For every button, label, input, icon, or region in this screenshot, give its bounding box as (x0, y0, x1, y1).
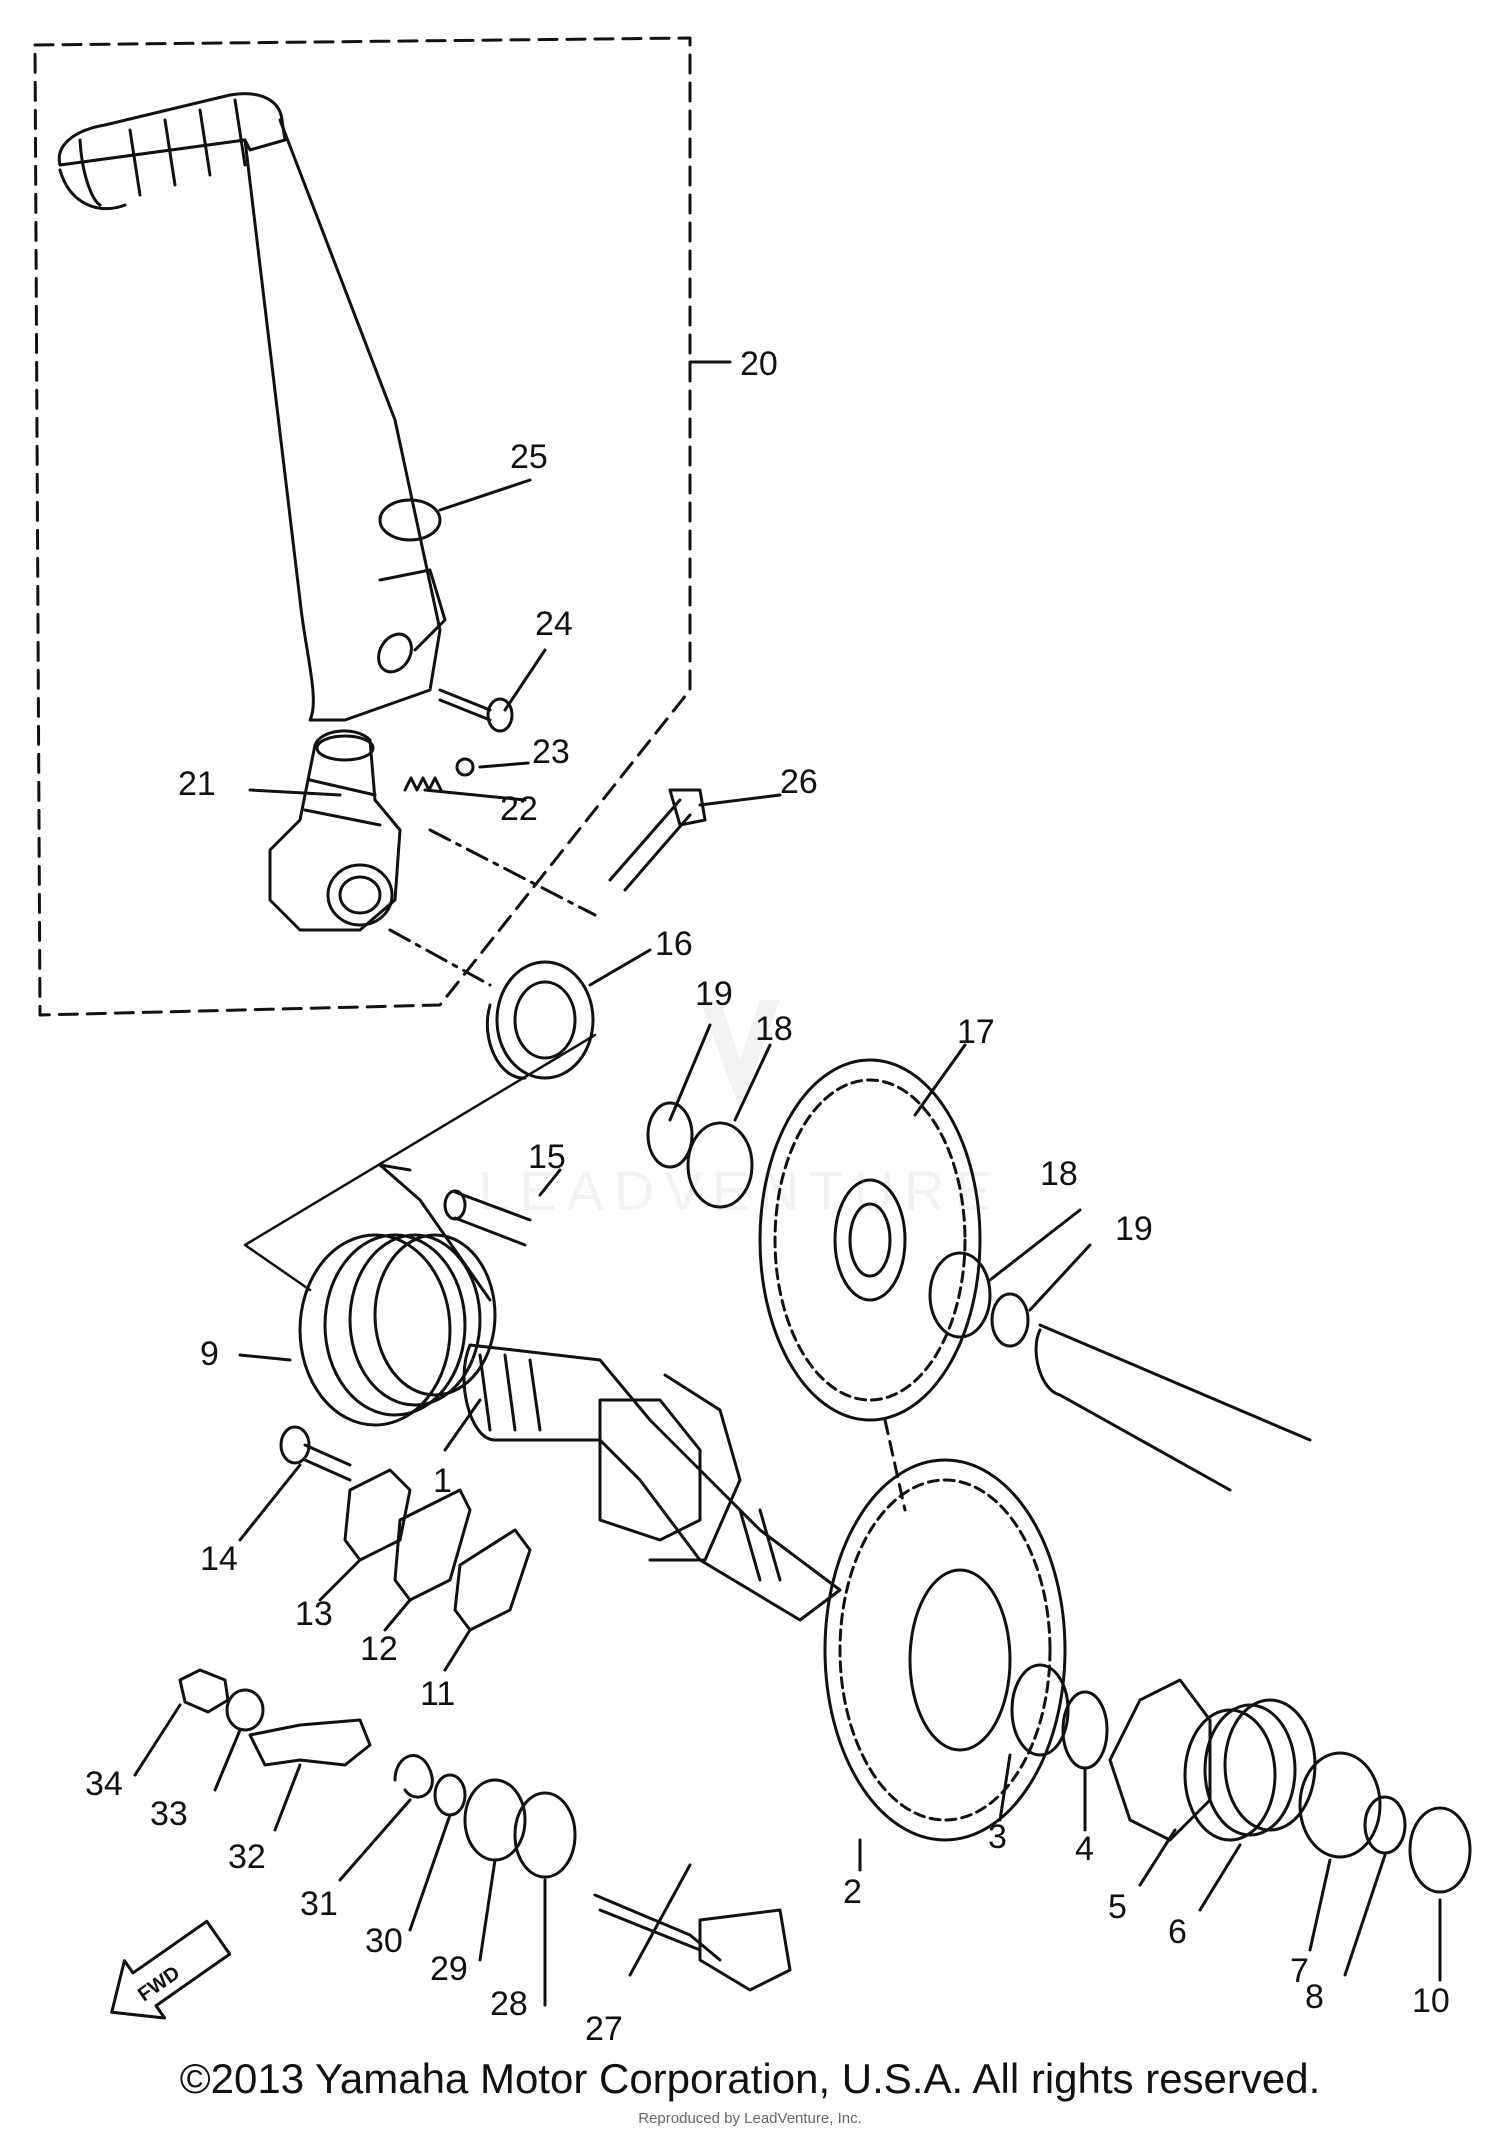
bracket-32 (248, 1718, 372, 1767)
callout-26: 26 (780, 763, 818, 801)
ring-4 (1061, 1690, 1109, 1770)
callout-33: 33 (150, 1795, 188, 1833)
callout-31: 31 (300, 1885, 338, 1923)
callout-27: 27 (585, 2010, 623, 2048)
callout-23: 23 (532, 733, 570, 771)
torsion-spring-9 (298, 1163, 497, 1427)
callout-20: 20 (740, 345, 778, 383)
callout-19b: 19 (1115, 1210, 1153, 1248)
callout-18b: 18 (1040, 1155, 1078, 1193)
circlip-19-lower (990, 1292, 1030, 1348)
ratchet-gear-2 (823, 1458, 1067, 1842)
spring-22 (403, 776, 443, 792)
kick-boss (268, 729, 402, 932)
callout-22: 22 (500, 790, 538, 828)
ring-23 (455, 757, 475, 777)
ring-3 (1010, 1663, 1070, 1757)
washer-33 (225, 1688, 265, 1732)
callout-4: 4 (1075, 1830, 1094, 1868)
callout-16: 16 (655, 925, 693, 963)
spring-6 (1183, 1698, 1317, 1842)
kick-idle-shaft-27 (593, 1893, 792, 1992)
cap-25 (378, 498, 442, 542)
kick-crank-lever (57, 92, 447, 722)
bearing-28 (513, 1791, 577, 1879)
plate-13 (343, 1468, 412, 1562)
circlip-8 (1363, 1795, 1407, 1855)
callout-13: 13 (295, 1595, 333, 1633)
bolt-26 (608, 788, 707, 892)
callout-2: 2 (843, 1873, 862, 1911)
callout-34: 34 (85, 1765, 123, 1803)
kick-assembly-dashed-boundary (33, 36, 692, 1017)
callout-21: 21 (178, 765, 216, 803)
washer-18-lower (928, 1251, 992, 1339)
callout-labels: 1 2 3 4 5 6 7 8 9 10 11 12 13 14 15 16 1… (85, 345, 1450, 2048)
callout-24: 24 (535, 605, 573, 643)
pin-15 (443, 1189, 532, 1247)
callout-19a: 19 (695, 975, 733, 1013)
callout-17: 17 (957, 1013, 995, 1051)
callout-29: 29 (430, 1950, 468, 1988)
spring-31 (393, 1754, 434, 1799)
copyright-notice: ©2013 Yamaha Motor Corporation, U.S.A. A… (179, 2055, 1321, 2102)
washer-10 (1408, 1806, 1472, 1894)
oil-seal-16 (485, 960, 595, 1080)
callout-28: 28 (490, 1985, 528, 2023)
callout-14: 14 (200, 1540, 238, 1578)
bolt-14 (279, 1425, 352, 1482)
circlip-19-upper (646, 1101, 694, 1169)
gear-17 (758, 1058, 982, 1422)
plate-12 (393, 1488, 472, 1602)
callout-8: 8 (1305, 1978, 1324, 2016)
callout-3: 3 (988, 1818, 1007, 1856)
callout-32: 32 (228, 1838, 266, 1876)
ratchet-5 (1108, 1678, 1212, 1842)
callout-25: 25 (510, 438, 548, 476)
transmission-shaft (1034, 1323, 1312, 1492)
kick-shaft-1 (462, 1343, 842, 1622)
callout-18a: 18 (755, 1010, 793, 1048)
callout-5: 5 (1108, 1888, 1127, 1926)
callout-1: 1 (433, 1462, 452, 1500)
reproduced-notice: Reproduced by LeadVenture, Inc. (638, 2110, 862, 2127)
callout-9: 9 (200, 1335, 219, 1373)
callout-10: 10 (1412, 1982, 1450, 2020)
callout-12: 12 (360, 1630, 398, 1668)
nut-34 (178, 1668, 230, 1714)
callout-7: 7 (1290, 1952, 1309, 1990)
callout-6: 6 (1168, 1913, 1187, 1951)
callout-11: 11 (420, 1675, 455, 1713)
washer-18-upper (686, 1121, 754, 1209)
watermark-text: LEADVENTURE (478, 1159, 1002, 1222)
callout-15: 15 (528, 1138, 566, 1176)
plate-11 (453, 1528, 532, 1632)
forward-direction-arrow (110, 1919, 232, 2020)
washer-7 (1298, 1751, 1382, 1859)
callout-30: 30 (365, 1922, 403, 1960)
washer-30 (433, 1773, 467, 1817)
watermark-logo: LEADVENTURE (478, 1000, 1002, 1222)
bolt-24 (438, 688, 514, 733)
